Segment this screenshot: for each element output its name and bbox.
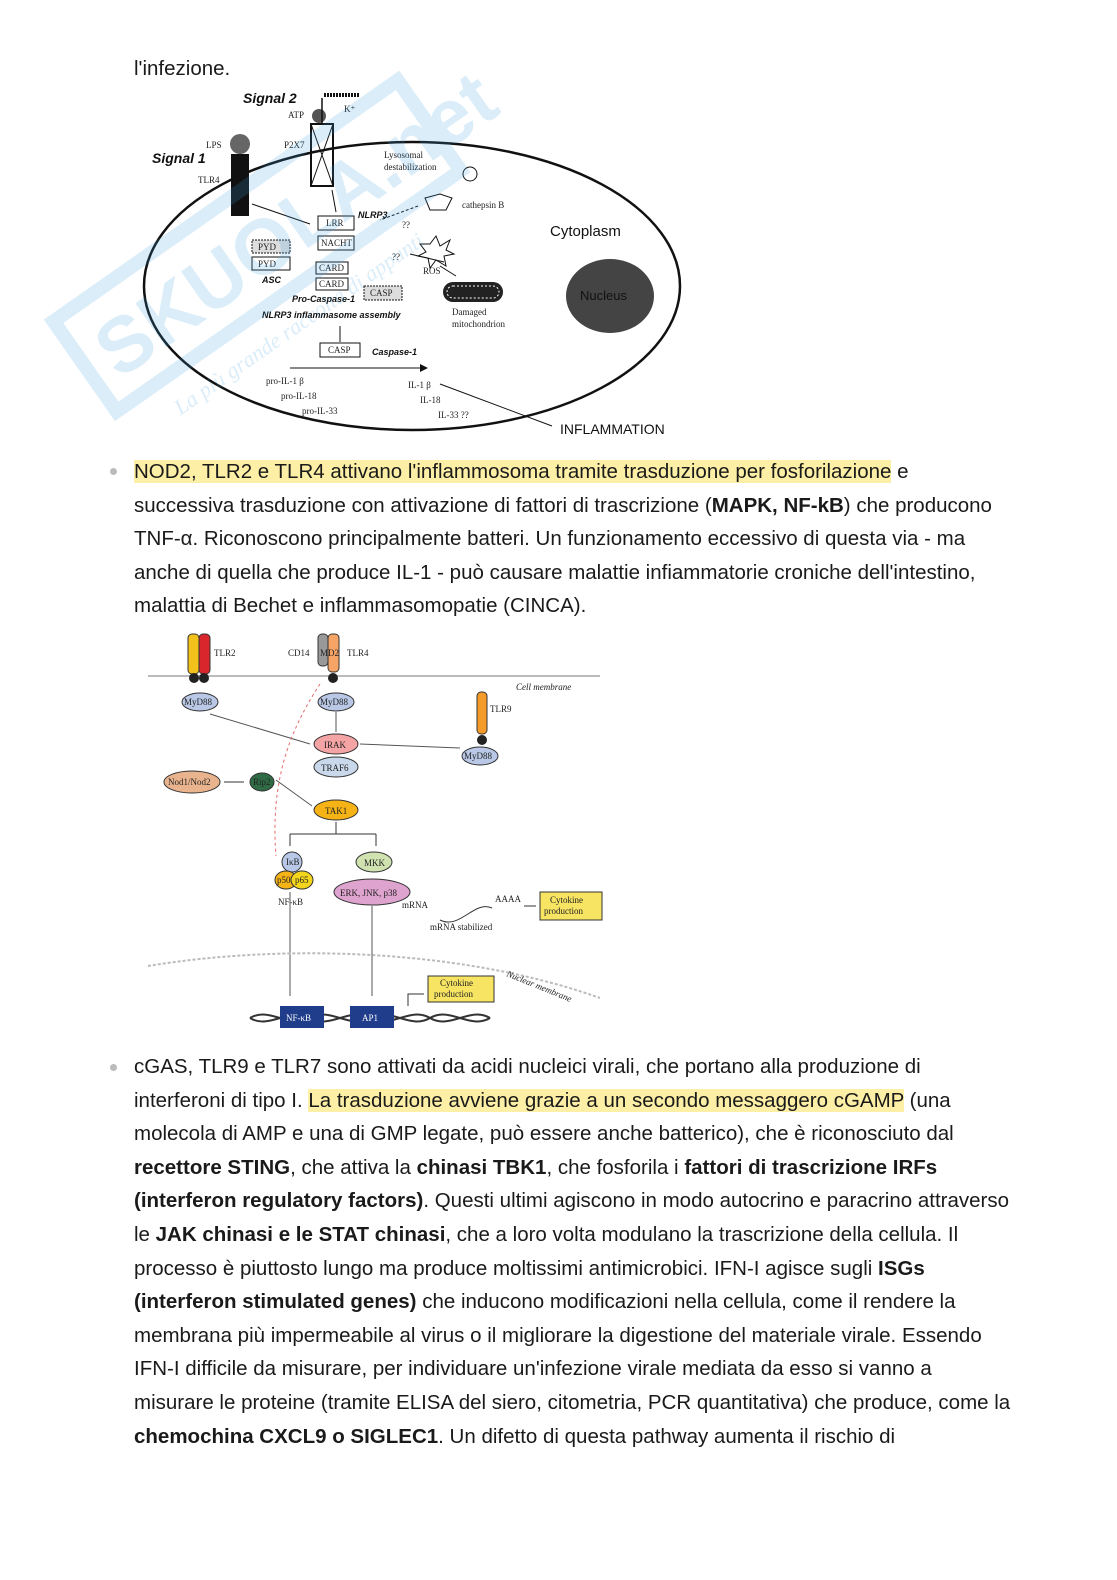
il33-label: IL-33 ?? — [438, 410, 469, 420]
para2-bold-4: JAK chinasi e le STAT chinasi — [155, 1222, 446, 1246]
lps-label: LPS — [206, 140, 222, 150]
tlr4-label-2: TLR4 — [347, 648, 369, 658]
signal1-label: Signal 1 — [152, 150, 206, 166]
lrr-label: LRR — [326, 218, 344, 228]
tlr9-label: TLR9 — [490, 704, 512, 714]
para1-bold-1: MAPK, NF-kB — [711, 493, 844, 517]
irak-label: IRAK — [324, 740, 346, 750]
caspase1-label: Caspase-1 — [372, 347, 417, 357]
mrna-stabilized-label: mRNA stabilized — [430, 922, 493, 932]
inflammation-label: INFLAMMATION — [560, 421, 665, 437]
myd88-label-1: MyD88 — [184, 697, 213, 707]
paragraph-1: NOD2, TLR2 e TLR4 attivano l'inflammosom… — [134, 455, 1014, 623]
casp-label-1: CASP — [370, 288, 393, 298]
ap1-label: AP1 — [362, 1013, 378, 1023]
rip2-label: Rip2 — [253, 777, 271, 787]
pro-caspase-label: Pro-Caspase-1 — [292, 294, 355, 304]
para1-text-1: e successiva trasduzione con attivazione… — [134, 460, 909, 517]
card-label-2: CARD — [319, 279, 345, 289]
ros-label: ROS — [423, 266, 441, 276]
lysosomal-label-1: Lysosomal — [384, 150, 424, 160]
inflammasome-figure: Nucleus Cytoplasm Signal 2 ATP K⁺ Signal… — [142, 90, 682, 437]
cytokine-nuclear-2: production — [434, 989, 473, 999]
bullet-1 — [110, 468, 117, 475]
qq-label-2: ?? — [402, 220, 410, 230]
myd88-label-3: MyD88 — [464, 751, 493, 761]
traf6-label: TRAF6 — [321, 763, 349, 773]
pro-il1-label: pro-IL-1 β — [266, 376, 304, 386]
para2-text-7: che inducono modificazioni nella cellula… — [134, 1290, 1011, 1414]
card-label-1: CARD — [319, 263, 345, 273]
cytokine-nuclear-1: Cytokine — [440, 978, 473, 988]
assembly-label: NLRP3 inflammasome assembly — [262, 310, 402, 320]
cell-membrane-label: Cell membrane — [516, 682, 571, 692]
il1-label: IL-1 β — [408, 380, 431, 390]
para2-bold-5: ISGs (interferon stimulated genes) — [134, 1256, 925, 1314]
para2-text-5: . Questi ultimi agiscono in modo autocri… — [134, 1189, 1010, 1246]
casp-label-2: CASP — [328, 345, 351, 355]
ikb-label: IκB — [286, 857, 300, 867]
para1-text-2: ) che producono TNF-α. Riconoscono princ… — [134, 493, 992, 618]
para2-bold-3: fattori di trascrizione IRFs (interferon… — [134, 1155, 938, 1213]
intro-line: l'infezione. — [134, 57, 231, 80]
para2-text-4: , che fosforila i — [546, 1155, 685, 1179]
md2-label: MD2 — [320, 648, 339, 658]
cytoplasm-label: Cytoplasm — [550, 223, 621, 240]
para2-highlight: La trasduzione avviene grazie a un secon… — [308, 1088, 904, 1112]
mkk-label: MKK — [364, 858, 386, 868]
p65-label: p65 — [295, 875, 309, 885]
para2-text-1: cGAS, TLR9 e TLR7 sono attivati da acidi… — [134, 1055, 921, 1112]
cd14-label: CD14 — [288, 648, 310, 658]
qq-label: ?? — [392, 252, 400, 262]
bullet-2 — [110, 1064, 117, 1071]
para2-text-2: (una molecola di AMP e una di GMP legate… — [134, 1088, 954, 1146]
pyd-label-1: PYD — [258, 242, 277, 252]
para2-bold-6: chemochina CXCL9 o SIGLEC1 — [134, 1424, 439, 1448]
nlrp3-label: NLRP3 — [358, 210, 388, 220]
nfkb-box-label: NF-κB — [286, 1013, 311, 1023]
nfkb-complex-label: NF-κB — [278, 897, 303, 907]
tlr4-label: TLR4 — [198, 175, 220, 185]
p2x7-label: P2X7 — [284, 140, 305, 150]
k-label: K⁺ — [344, 104, 355, 114]
nacht-label: NACHT — [321, 238, 353, 248]
cathepsin-label: cathepsin B — [462, 200, 504, 210]
pro-il33-label: pro-IL-33 — [302, 406, 338, 416]
cytokine-label-2: production — [544, 906, 583, 916]
pyd-label-2: PYD — [258, 259, 277, 269]
para2-bold-2: chinasi TBK1 — [416, 1155, 547, 1179]
aaaa-label: AAAA — [495, 894, 521, 904]
para2-text-3: , che attiva la — [290, 1155, 417, 1179]
damaged-label-2: mitochondrion — [452, 319, 505, 329]
signal2-label: Signal 2 — [243, 90, 297, 106]
il18-label: IL-18 — [420, 395, 441, 405]
atp-label: ATP — [288, 110, 304, 120]
p50-label: p50 — [277, 875, 291, 885]
paragraph-2: cGAS, TLR9 e TLR7 sono attivati da acidi… — [134, 1050, 1012, 1453]
tlr-signaling-figure: Cell membrane TLR2 CD14 MD2 TLR4 MyD88 M… — [147, 633, 603, 1028]
para2-text-8: . Un difetto di questa pathway aumenta i… — [438, 1424, 896, 1448]
tlr2-label: TLR2 — [214, 648, 236, 658]
nuclear-membrane-label: Nuclear membrane — [504, 968, 573, 1004]
nucleus-label: Nucleus — [580, 288, 627, 303]
myd88-label-2: MyD88 — [320, 697, 349, 707]
para2-text-6: , che a loro volta modulano la trascrizi… — [134, 1222, 959, 1280]
tak1-label: TAK1 — [325, 806, 347, 816]
cytokine-label-1: Cytokine — [550, 895, 583, 905]
nod-label: Nod1/Nod2 — [168, 777, 211, 787]
damaged-label-1: Damaged — [452, 307, 487, 317]
asc-label: ASC — [261, 275, 282, 285]
lysosomal-label-2: destabilization — [384, 162, 437, 172]
pro-il18-label: pro-IL-18 — [281, 391, 317, 401]
erk-label: ERK, JNK, p38 — [340, 888, 398, 898]
mrna-label: mRNA — [402, 900, 429, 910]
para1-highlight: NOD2, TLR2 e TLR4 attivano l'inflammosom… — [134, 460, 892, 483]
para2-bold-1: recettore STING — [134, 1155, 291, 1179]
